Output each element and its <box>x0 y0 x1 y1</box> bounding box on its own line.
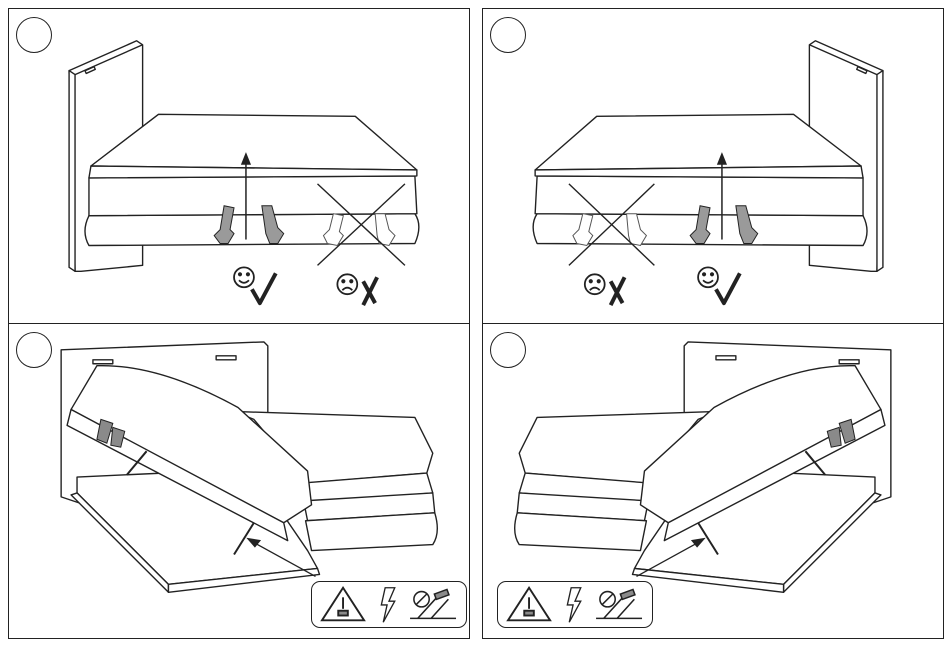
step-panel-3 <box>8 323 470 639</box>
no-hand-in-mechanism-icon <box>596 589 642 618</box>
step-number-circle <box>490 332 526 368</box>
check-icon <box>252 273 276 303</box>
check-icon <box>716 273 740 303</box>
step-number-circle <box>490 17 526 53</box>
warning-triangle-icon <box>508 588 550 621</box>
smiley-icon <box>234 267 254 287</box>
bed-closed-illustration <box>9 9 469 323</box>
safety-warning-box <box>497 581 653 628</box>
step-panel-4 <box>482 323 944 639</box>
step-number-circle <box>16 332 52 368</box>
step-panel-2 <box>482 8 944 324</box>
no-hand-in-mechanism-icon <box>410 589 456 618</box>
bed-closed-illustration <box>483 9 943 323</box>
cross-icon <box>363 277 377 305</box>
cross-icon <box>611 277 625 305</box>
step-number-circle <box>16 17 52 53</box>
lightning-icon <box>381 588 394 622</box>
frown-icon <box>585 274 605 294</box>
step-panel-1 <box>8 8 470 324</box>
smiley-icon <box>698 267 718 287</box>
frown-icon <box>337 274 357 294</box>
warning-triangle-icon <box>322 588 364 621</box>
lightning-icon <box>567 588 580 622</box>
safety-warning-box <box>311 581 467 628</box>
